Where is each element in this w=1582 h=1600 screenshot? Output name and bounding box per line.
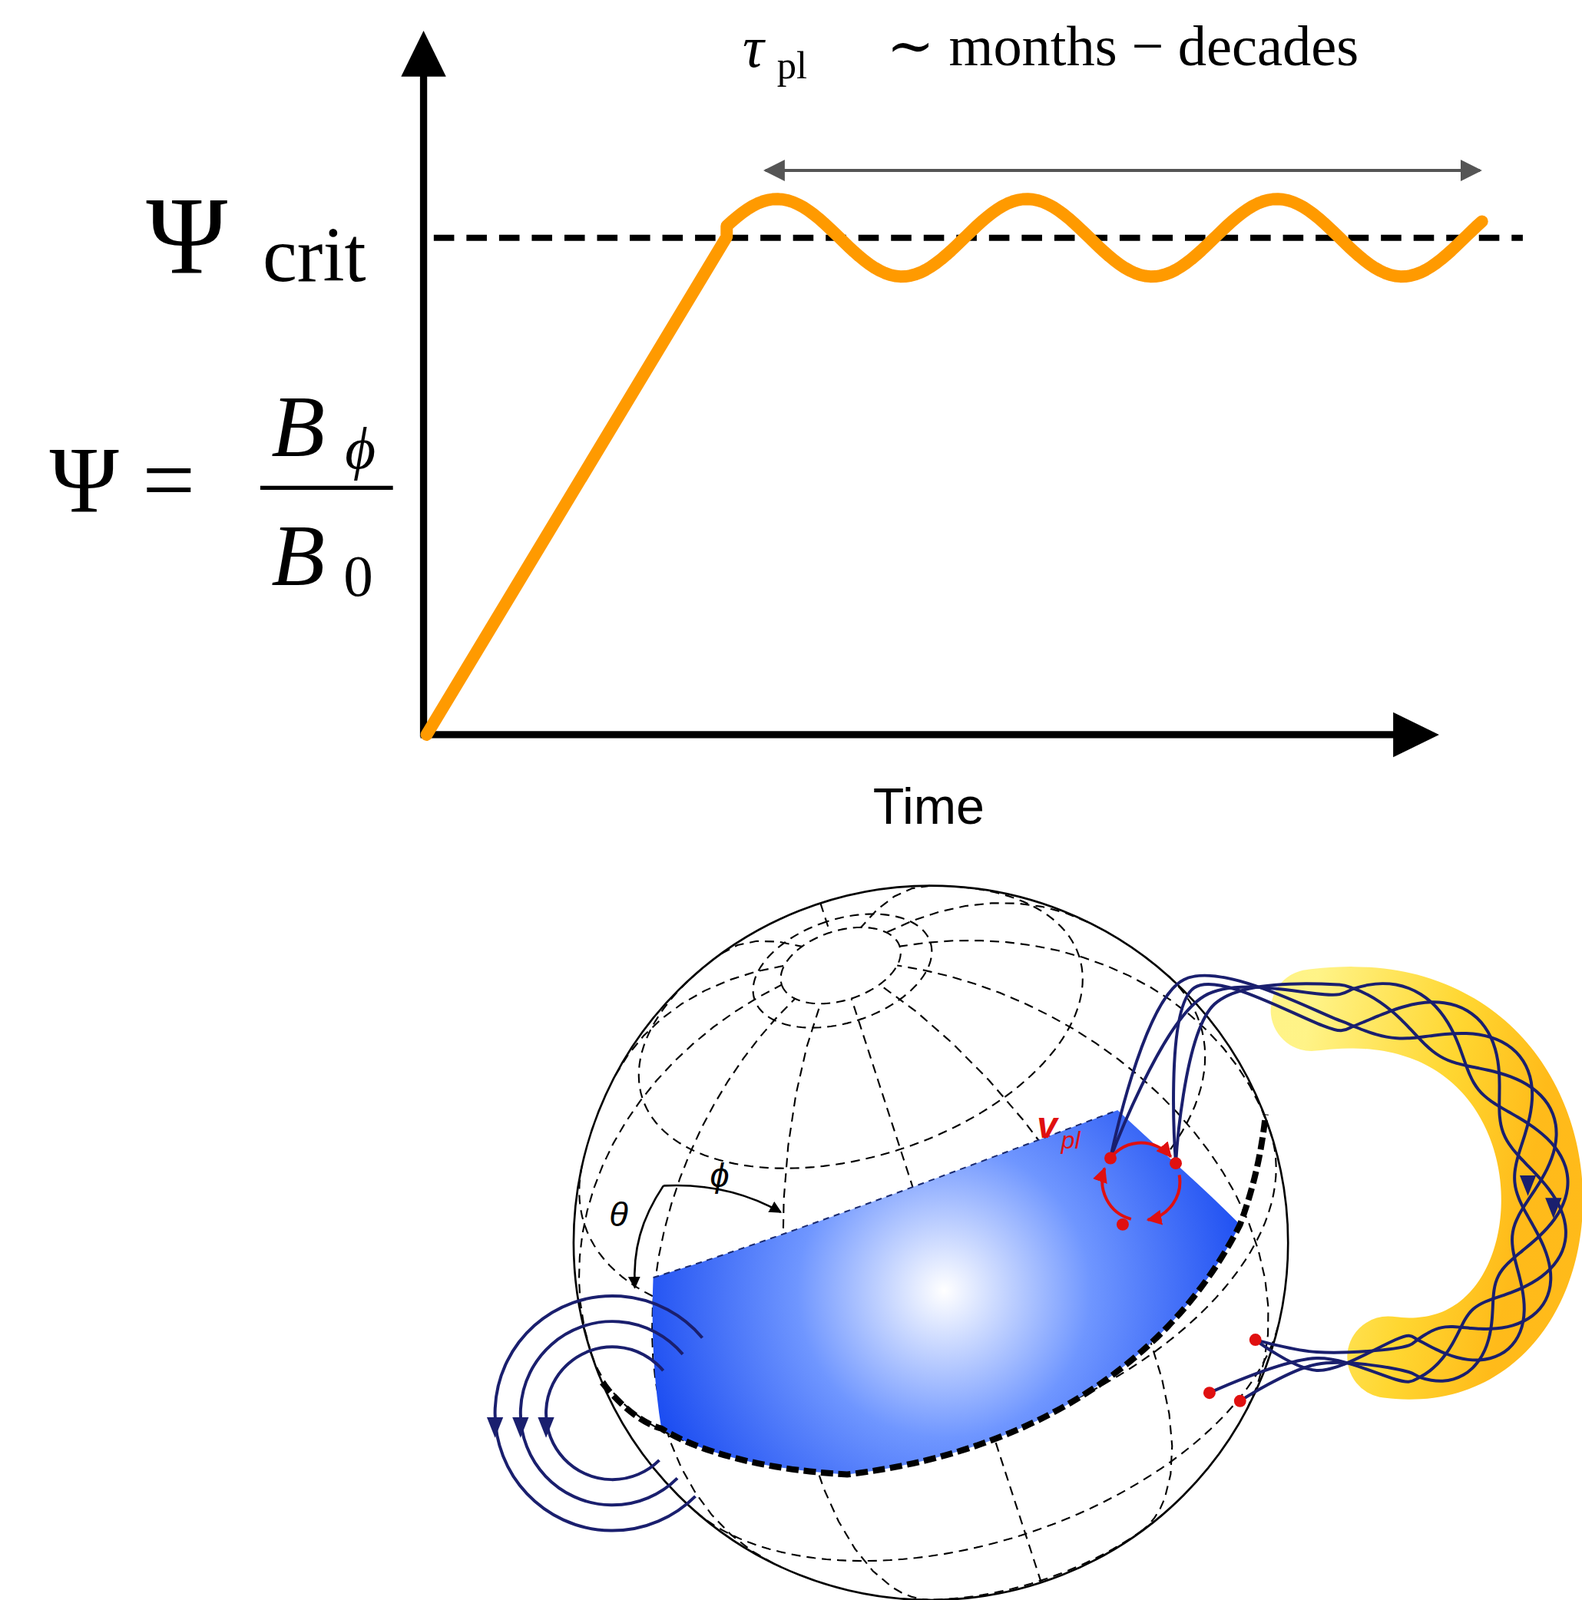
rope-field-line [1175,983,1557,1371]
ratio-symbol: Ψ = [49,433,196,527]
coordinate-label: θ [608,1197,629,1232]
numerator-symbol: B [271,382,325,470]
grid-line [860,886,931,928]
footpoint [1203,1386,1216,1400]
field-arrowhead [537,1417,554,1439]
grid-line [903,1515,1163,1600]
denominator-symbol: B [271,512,325,600]
threshold-symbol: Ψ [145,182,228,293]
rope-field-line [1110,983,1569,1402]
grid-line [886,903,1088,933]
grid-line [638,886,1083,1169]
duration-symbol: τ [742,18,765,78]
threshold-subscript: crit [262,216,367,295]
rotation-arrow [1107,1143,1171,1163]
grid-line [721,941,802,954]
velocity-symbol: v [1036,1107,1058,1145]
field-arrowhead [1545,1198,1562,1219]
critical-threshold-line [433,234,1523,242]
polarity-inversion-line [602,1114,1266,1475]
axis-label: Time [873,781,985,832]
polar-cap [781,927,901,1004]
grid-line [900,940,1271,1133]
footpoint [1169,1157,1182,1170]
rope-field-line [1173,984,1566,1394]
denominator-subscript: 0 [343,546,374,606]
footpoint [1104,1152,1117,1165]
footpoint [1249,1333,1262,1347]
rotation-arrow [1102,1168,1131,1220]
chart-axes [400,30,1440,758]
grid-line [820,903,830,933]
fraction-bar [260,486,394,490]
duration-subscript: pl [777,46,808,86]
duration-arrow [765,168,1480,173]
footpoint [1116,1218,1129,1232]
field-loop [546,1347,664,1480]
closed-field-loops [486,1296,703,1532]
velocity-subscript: pl [1061,1128,1081,1154]
star-sphere [573,886,1288,1600]
field-arrowhead [1519,1175,1536,1197]
rotation-arrow [1148,1174,1181,1221]
psi-curve [426,198,1483,735]
field-loop [495,1296,703,1532]
footpoint [1234,1395,1247,1408]
footpoint-motion [1102,1143,1261,1408]
theta-arrow [634,1185,664,1288]
numerator-subscript: ϕ [344,419,376,479]
flux-rope-field-lines [1110,976,1569,1402]
field-loop [520,1321,683,1506]
grid-line [753,913,933,1028]
active-region-patch [652,1110,1241,1475]
duration-text: ∼ months − decades [886,17,1360,75]
field-arrowhead [512,1417,529,1439]
flux-rope [1311,1007,1543,1359]
coordinate-label: ϕ [709,1158,729,1193]
field-arrowhead [486,1417,504,1439]
sphere-grid [579,886,1280,1600]
